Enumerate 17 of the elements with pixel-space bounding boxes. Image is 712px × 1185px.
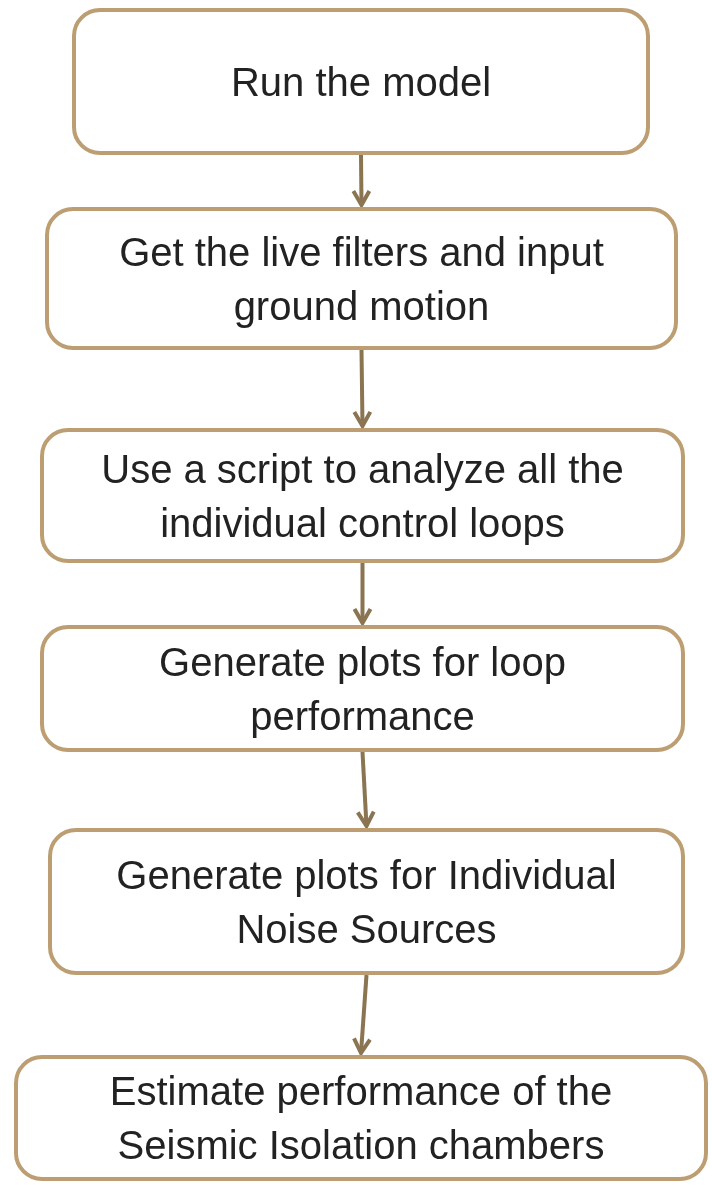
- step-text: Run the model: [230, 58, 492, 106]
- step-text: Estimate performance of the Seismic Isolation chambers: [108, 1068, 614, 1169]
- arrow: [355, 751, 376, 828]
- process-box: [45, 207, 678, 350]
- process-box: [48, 828, 685, 975]
- step-text: Generate plots for Individual Noise Sources: [115, 851, 618, 953]
- step-text: Use a script to analyze all the individual control loops: [100, 445, 625, 547]
- step-text: Get the live filters and input ground motion: [118, 228, 605, 330]
- arrow: [352, 563, 373, 625]
- process-box: [40, 625, 685, 752]
- arrow: [352, 974, 372, 1055]
- step-text: Generate plots for loop performance: [158, 638, 567, 740]
- arrow: [351, 154, 372, 207]
- process-box: [72, 8, 650, 155]
- process-box: [14, 1055, 708, 1181]
- process-box: [40, 428, 685, 563]
- arrow: [352, 349, 373, 428]
